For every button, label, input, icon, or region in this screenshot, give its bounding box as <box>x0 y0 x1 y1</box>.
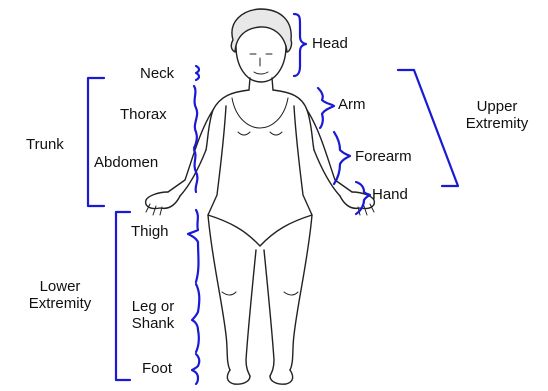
face <box>236 46 286 82</box>
head-bracket <box>294 14 306 76</box>
foot-bracket <box>192 354 199 384</box>
neck-bracket <box>196 66 199 80</box>
label-foot: Foot <box>142 360 172 377</box>
upper-extremity-bracket <box>398 70 458 186</box>
label-lower-extremity-line1: Lower <box>10 278 110 295</box>
label-arm: Arm <box>338 96 366 113</box>
label-thorax: Thorax <box>120 106 167 123</box>
thorax-bracket <box>194 86 197 148</box>
leg-bracket <box>192 284 199 352</box>
label-upper-extremity-line1: Upper <box>452 98 542 115</box>
label-lower-extremity-line2: Extremity <box>10 295 110 312</box>
forearm-bracket <box>334 132 350 184</box>
left-hand <box>146 192 180 209</box>
left-leg <box>208 215 256 376</box>
label-thigh: Thigh <box>131 223 169 240</box>
label-trunk: Trunk <box>26 136 64 153</box>
thigh-bracket <box>188 210 199 282</box>
label-head: Head <box>312 35 348 52</box>
label-hand: Hand <box>372 186 408 203</box>
hair <box>231 9 291 52</box>
label-forearm: Forearm <box>355 148 412 165</box>
label-upper-extremity-line2: Extremity <box>452 115 542 132</box>
trunk-bracket <box>88 78 104 206</box>
arm-bracket <box>318 88 334 128</box>
label-leg-line2: Shank <box>120 315 186 332</box>
torso <box>206 90 314 246</box>
label-leg-or-shank: Leg or Shank <box>120 298 186 332</box>
left-arm <box>168 110 213 196</box>
label-neck: Neck <box>140 65 174 82</box>
label-upper-extremity: Upper Extremity <box>452 98 542 132</box>
label-lower-extremity: Lower Extremity <box>10 278 110 312</box>
right-leg <box>264 215 312 376</box>
lower-extremity-bracket <box>116 212 130 380</box>
label-leg-line1: Leg or <box>120 298 186 315</box>
label-abdomen: Abdomen <box>94 154 158 171</box>
left-foot <box>227 370 250 384</box>
right-foot <box>270 370 293 384</box>
